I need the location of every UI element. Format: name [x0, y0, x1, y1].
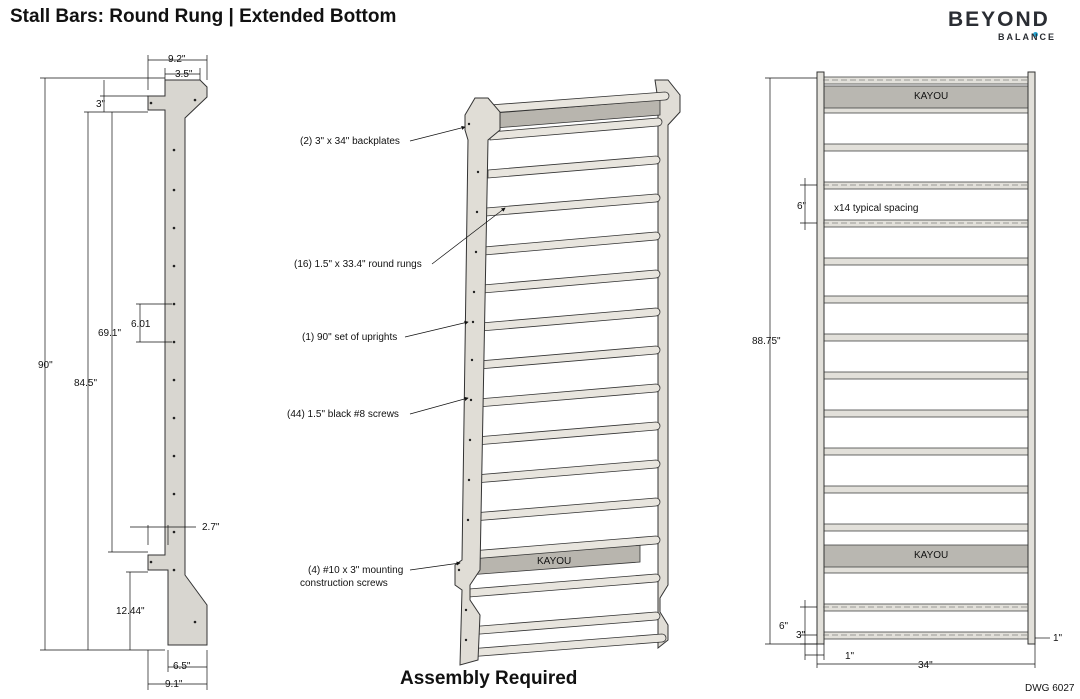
- side-dimension-lines: [40, 55, 208, 690]
- callout-mounting-1: (4) #10 x 3" mounting: [308, 565, 403, 576]
- callout-rungs: (16) 1.5" x 33.4" round rungs: [294, 259, 422, 270]
- front-right-upright: [1027, 71, 1036, 645]
- dim-total-height: 90": [38, 360, 53, 371]
- logo-dot: [1033, 32, 1038, 37]
- front-center-lines: [823, 79, 1029, 636]
- brand-logo: BEYOND: [948, 8, 1050, 32]
- side-view: 9.2" 3.5" 3" 90" 84.5" 69.1" 6.01 2.7" 1…: [38, 54, 220, 690]
- front-left-upright: [816, 71, 825, 645]
- right-upright: [654, 79, 681, 650]
- logo-wordmark: BEYOND: [948, 8, 1050, 31]
- dim-bottom-spacing: 6": [779, 621, 789, 632]
- upright-profile: [147, 79, 208, 646]
- dim-top-inner: 3.5": [175, 69, 193, 80]
- iso-leaders: [404, 125, 506, 571]
- drawing-number: DWG 6027: [1025, 683, 1075, 694]
- dim-side-margin: 1": [845, 651, 855, 662]
- callout-screws: (44) 1.5" black #8 screws: [287, 409, 399, 420]
- iso-view: KAYOU: [287, 79, 681, 666]
- dim-bottom-offset: 3": [796, 630, 806, 641]
- mounting-holes: [149, 98, 197, 624]
- dim-right-margin: 1": [1053, 633, 1063, 644]
- dim-upper-span: 84.5": [74, 378, 97, 389]
- left-upright: [454, 97, 501, 666]
- callout-uprights: (1) 90" set of uprights: [302, 332, 397, 343]
- front-view: KAYOU KAYOU: [752, 71, 1063, 671]
- plate-label-iso: KAYOU: [537, 556, 571, 567]
- dim-bottom-width: 9.1": [165, 679, 183, 690]
- page-title: Stall Bars: Round Rung | Extended Bottom: [10, 6, 397, 27]
- iso-rungs: [467, 91, 670, 658]
- logo-subtitle: BALANCE: [998, 32, 1056, 42]
- callout-backplates: (2) 3" x 34" backplates: [300, 136, 400, 147]
- front-dimension-lines: [765, 77, 1050, 668]
- plate-label-top: KAYOU: [914, 91, 948, 102]
- dim-bottom-step: 2.7": [202, 522, 220, 533]
- dim-front-total-height: 88.75": [752, 336, 781, 347]
- dim-bottom-height: 12.44": [116, 606, 145, 617]
- typical-spacing-note: x14 typical spacing: [834, 203, 919, 214]
- dim-front-width: 34": [918, 660, 933, 671]
- dim-hole-spacing: 6.01: [131, 319, 151, 330]
- assembly-required-label: Assembly Required: [400, 668, 578, 689]
- dim-bottom-inner: 6.5": [173, 661, 191, 672]
- dim-top-offset: 3": [96, 99, 106, 110]
- callout-mounting-2: construction screws: [300, 578, 388, 589]
- iso-screw-holes: [457, 122, 480, 642]
- plate-label-bottom: KAYOU: [914, 550, 948, 561]
- dim-top-width: 9.2": [168, 54, 186, 65]
- dim-rung-span: 69.1": [98, 328, 121, 339]
- dim-rung-spacing: 6": [797, 201, 807, 212]
